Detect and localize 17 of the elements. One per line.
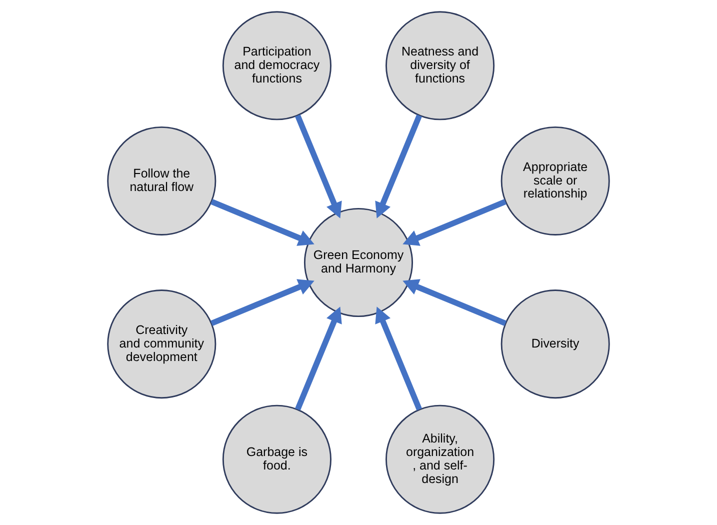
arrow <box>375 114 422 218</box>
node-circle: Diversity <box>500 290 610 399</box>
node-circle: Follow the natural flow <box>107 126 216 236</box>
arrow <box>294 114 342 218</box>
arrow <box>402 198 507 246</box>
arrow <box>210 279 314 326</box>
node-circle: Green Economy and Harmony <box>304 208 414 318</box>
arrow <box>294 306 342 411</box>
node-circle: Garbage is food. <box>222 404 332 514</box>
arrow <box>402 279 507 326</box>
node-circle: Appropriate scale or relationship <box>500 126 610 236</box>
node-circle: Creativity and community development <box>107 290 216 399</box>
node-circle: Participation and democracy functions <box>222 11 332 120</box>
arrow <box>210 198 314 246</box>
node-circle: Ability, organization , and self-design <box>386 404 495 514</box>
node-circle: Neatness and diversity of functions <box>386 11 495 120</box>
arrow <box>375 306 422 411</box>
